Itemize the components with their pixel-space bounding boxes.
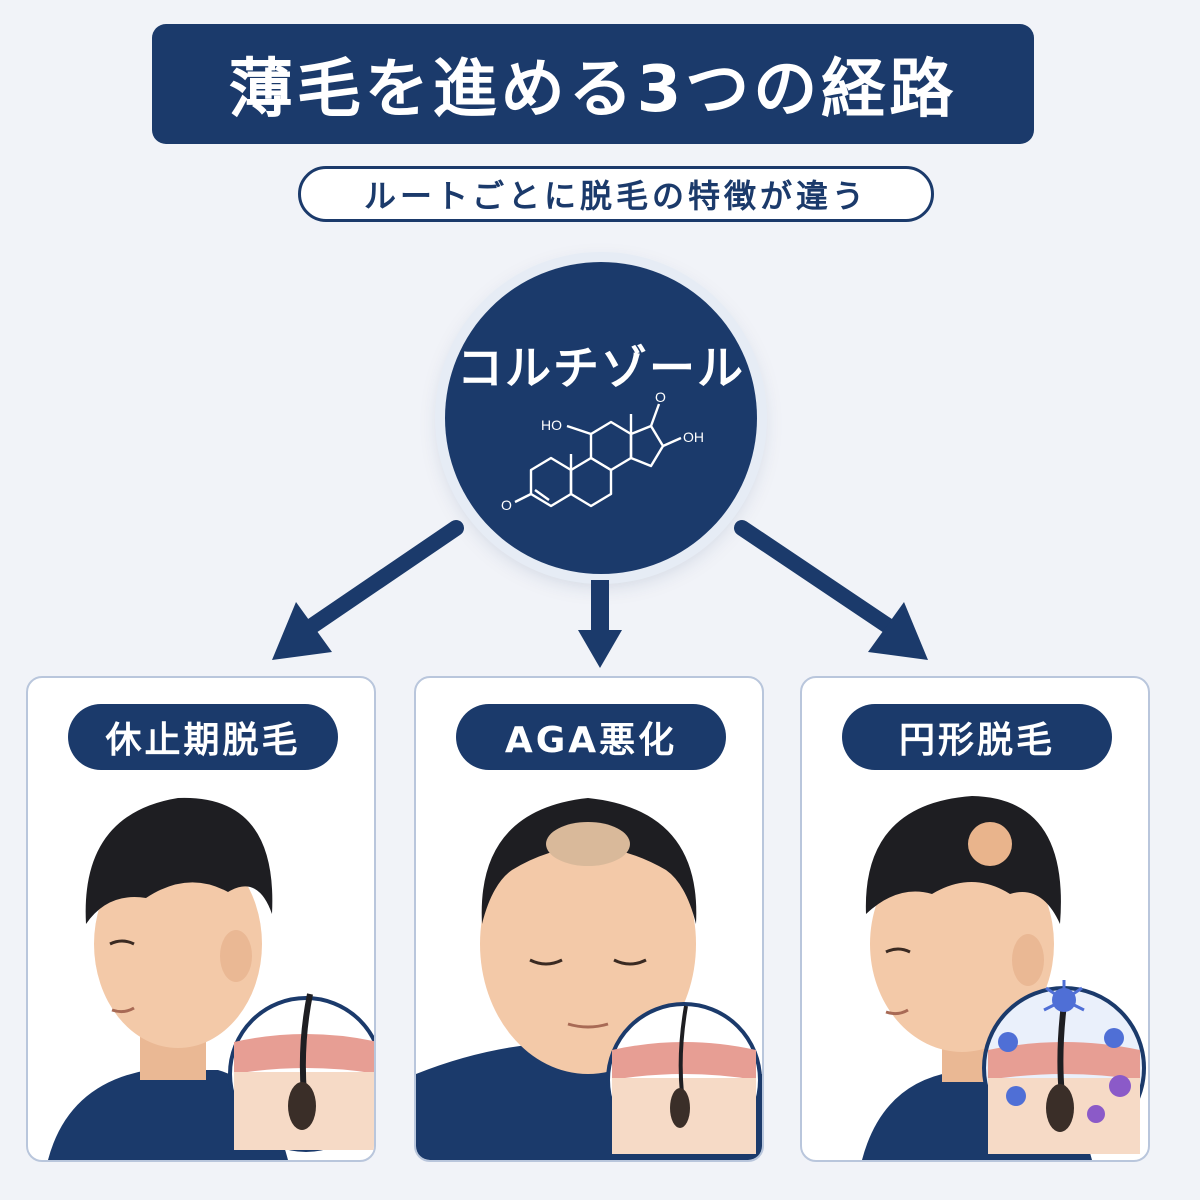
route-label-aga: AGA悪化 <box>456 704 726 770</box>
route-label-telogen: 休止期脱毛 <box>68 704 338 770</box>
page-subtitle: ルートごとに脱毛の特徴が違う <box>363 177 868 215</box>
arrow-right-shaft <box>734 520 896 634</box>
steroid-molecule-icon: HO OH O O <box>501 390 704 513</box>
hub-label: コルチゾール <box>457 341 745 395</box>
title-banner: 薄毛を進める3つの経路 <box>152 24 1034 144</box>
aga-illustration <box>416 798 762 1160</box>
molecule-ho-label: HO <box>541 417 562 433</box>
molecule-o-top-label: O <box>655 390 666 405</box>
alopecia-areata-illustration <box>862 796 1146 1160</box>
subtitle-pill: ルートごとに脱毛の特徴が違う <box>298 166 934 222</box>
arrow-left-shaft <box>304 520 464 634</box>
telogen-illustration <box>48 797 374 1160</box>
route-card-telogen: 休止期脱毛 <box>26 676 376 1162</box>
route-card-alopecia-areata: 円形脱毛 <box>800 676 1150 1162</box>
route-label-alopecia-areata: 円形脱毛 <box>842 704 1112 770</box>
arrow-center-head <box>578 630 622 668</box>
molecule-oh-label: OH <box>683 429 704 445</box>
arrow-left-head <box>272 602 332 660</box>
page-title: 薄毛を進める3つの経路 <box>228 53 958 127</box>
arrow-right-head <box>868 602 928 660</box>
route-card-aga: AGA悪化 <box>414 676 764 1162</box>
molecule-o-left-label: O <box>501 497 512 513</box>
cortisol-hub: コルチゾール HO OH O O <box>445 262 757 574</box>
